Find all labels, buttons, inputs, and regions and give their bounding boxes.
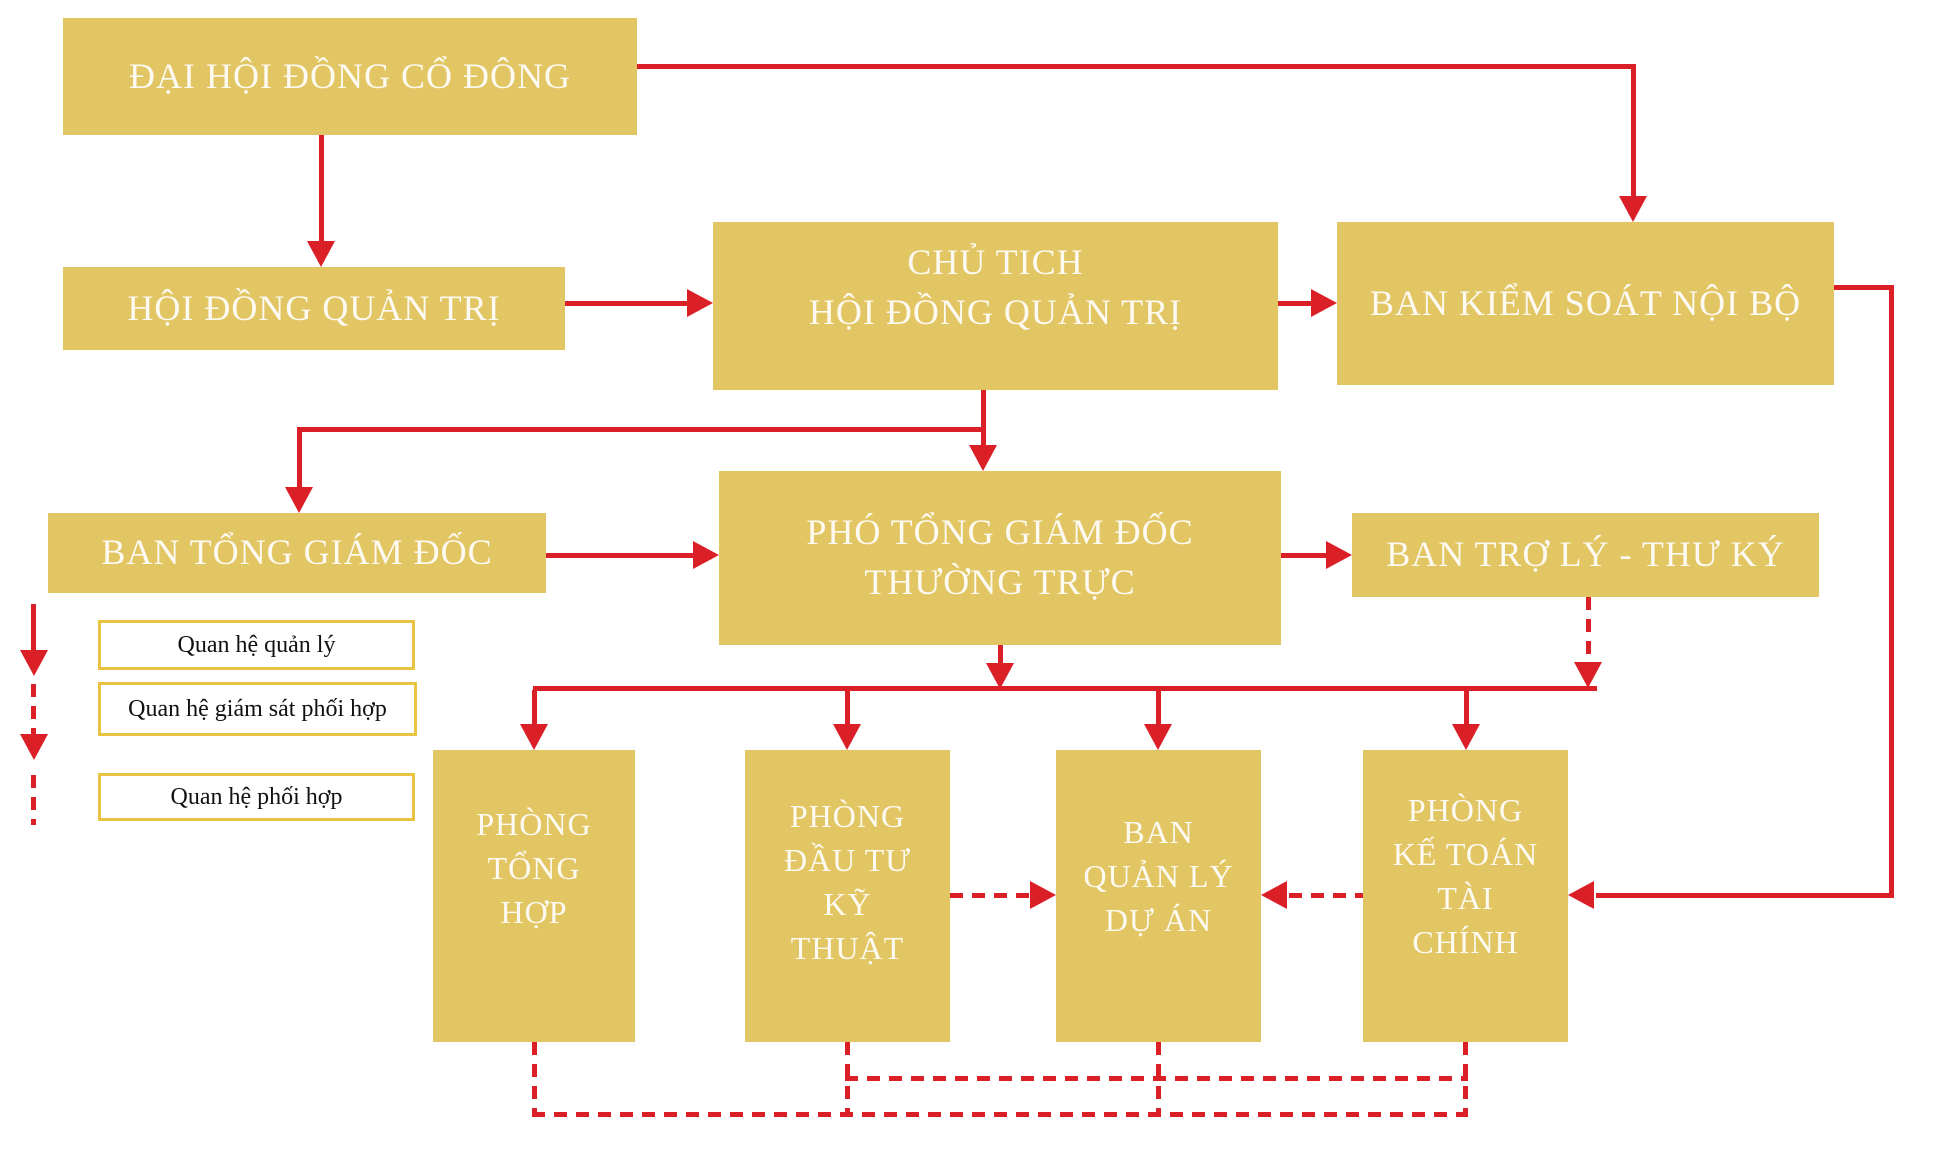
node-label: BAN KIỂM SOÁT NỘI BỘ (1369, 282, 1802, 323)
node-label: CHÍNH (1412, 924, 1519, 961)
edge-chairman-generaldirectors-vline (297, 427, 302, 491)
edge-distribution-technicalinvestment-arrowhead (833, 724, 861, 750)
edge-chairman-generaldirectors-hline (297, 427, 985, 432)
node-general-affairs-dept: PHÒNG TỔNG HỢP (433, 750, 635, 1042)
node-label: BAN TRỢ LÝ - THƯ KÝ (1386, 534, 1785, 575)
node-label: QUẢN LÝ (1083, 857, 1234, 894)
edge-technical-project-dashline (950, 893, 1032, 898)
node-label: BAN TỔNG GIÁM ĐỐC (101, 532, 493, 573)
node-board-of-directors: HỘI ĐỒNG QUẢN TRỊ (63, 267, 565, 350)
node-label: HỢP (500, 894, 568, 931)
legend-label: Quan hệ phối hợp (170, 783, 343, 810)
node-label: BAN (1123, 813, 1194, 850)
edge-internalcontrol-finance-arrowhead (1568, 881, 1594, 909)
node-label: THƯỜNG TRỰC (864, 562, 1136, 602)
edge-chairman-internalcontrol-arrowhead (1311, 289, 1337, 317)
edge-finance-project-arrowhead (1261, 881, 1287, 909)
dashed-line-symbol (31, 775, 36, 825)
edge-distribution-projectmanagement-arrowhead (1144, 724, 1172, 750)
node-label: PHÒNG (476, 805, 592, 842)
edge-internalcontrol-finance-hline1 (1834, 285, 1891, 290)
node-label: TÀI (1437, 880, 1494, 916)
coord-upper-hdash (845, 1076, 1468, 1081)
node-label: PHÓ TỔNG GIÁM ĐỐC (806, 512, 1194, 553)
edge-internalcontrol-finance-vline (1889, 285, 1894, 897)
node-chairman: CHỦ TICH HỘI ĐỒNG QUẢN TRỊ (713, 222, 1278, 390)
edge-chairman-deputy-arrowhead (969, 445, 997, 471)
solid-arrow-symbol-head (20, 650, 48, 676)
edge-shareholders-internalcontrol-arrowhead (1619, 196, 1647, 222)
edge-assistant-distribution-dashline (1586, 597, 1591, 662)
dashed-arrow-symbol-head (20, 734, 48, 760)
legend-item-supervision-coordination: Quan hệ giám sát phối hợp (98, 682, 417, 736)
edge-deputy-assistant-line (1281, 553, 1328, 558)
edge-deputy-assistant-arrowhead (1326, 541, 1352, 569)
node-label: KỸ (823, 886, 872, 922)
edge-finance-project-dashline (1289, 893, 1363, 898)
edge-assistant-distribution-arrowhead (1574, 662, 1602, 688)
node-label: HỘI ĐỒNG QUẢN TRỊ (127, 287, 501, 328)
edge-chairman-generaldirectors-arrowhead (285, 487, 313, 513)
edge-technical-project-arrowhead (1030, 881, 1056, 909)
edge-shareholders-board-line (319, 135, 324, 245)
edge-distribution-financeaccounting-arrowhead (1452, 724, 1480, 750)
node-label: KẾ TOÁN (1392, 835, 1539, 872)
solid-arrow-symbol (31, 604, 36, 652)
dashed-arrow-symbol (31, 684, 36, 736)
edge-board-chairman-arrowhead (687, 289, 713, 317)
edge-board-chairman-line (565, 301, 689, 306)
node-technical-investment-dept: PHÒNG ĐẦU TƯ KỸ THUẬT (745, 750, 950, 1042)
node-label: DỰ ÁN (1104, 902, 1213, 939)
node-label: ĐẠI HỘI ĐỒNG CỔ ĐÔNG (129, 55, 571, 96)
edge-distribution-financeaccounting-vline (1464, 690, 1469, 726)
edge-distribution-technicalinvestment-vline (845, 690, 850, 726)
legend-label: Quan hệ quản lý (177, 631, 336, 658)
edge-generaldirectors-deputy-arrowhead (693, 541, 719, 569)
edge-shareholders-internalcontrol-hline (637, 64, 1635, 69)
edge-deputy-distribution-arrowhead (986, 663, 1014, 689)
edge-distribution-projectmanagement-vline (1156, 690, 1161, 726)
legend-item-coordination: Quan hệ phối hợp (98, 773, 415, 821)
coord-lower-hdash (532, 1112, 1468, 1117)
edge-generaldirectors-deputy-line (546, 553, 695, 558)
edge-shareholders-internalcontrol-vline (1631, 64, 1636, 198)
edge-chairman-internalcontrol-line (1278, 301, 1313, 306)
edge-distribution-generalaffairs-vline (532, 690, 537, 726)
node-internal-control-board: BAN KIỂM SOÁT NỘI BỘ (1337, 222, 1834, 385)
node-project-management-board: BAN QUẢN LÝ DỰ ÁN (1056, 750, 1261, 1042)
coord-generalaffairs-vdash (532, 1042, 537, 1116)
node-standing-deputy-general-director: PHÓ TỔNG GIÁM ĐỐC THƯỜNG TRỰC (719, 471, 1281, 645)
node-general-directors-board: BAN TỔNG GIÁM ĐỐC (48, 513, 546, 593)
node-finance-accounting-dept: PHÒNG KẾ TOÁN TÀI CHÍNH (1363, 750, 1568, 1042)
distribution-hline (533, 686, 1597, 691)
node-label: PHÒNG (1407, 791, 1524, 828)
node-assistant-secretary-board: BAN TRỢ LÝ - THƯ KÝ (1352, 513, 1819, 597)
node-label: THUẬT (790, 930, 905, 967)
legend-item-management: Quan hệ quản lý (98, 620, 415, 670)
edge-distribution-generalaffairs-arrowhead (520, 724, 548, 750)
node-label: CHỦ TICH (907, 242, 1084, 282)
edge-internalcontrol-finance-hline2 (1596, 893, 1894, 898)
edge-shareholders-board-arrowhead (307, 241, 335, 267)
node-label: ĐẦU TƯ (783, 841, 912, 878)
edge-chairman-deputy-vline (981, 390, 986, 449)
node-label: HỘI ĐỒNG QUẢN TRỊ (808, 291, 1183, 332)
legend-label: Quan hệ giám sát phối hợp (128, 695, 387, 722)
node-label: PHÒNG (789, 797, 906, 834)
edge-deputy-distribution-vline (998, 645, 1003, 665)
node-shareholders: ĐẠI HỘI ĐỒNG CỔ ĐÔNG (63, 18, 637, 135)
node-label: TỔNG (487, 849, 581, 886)
